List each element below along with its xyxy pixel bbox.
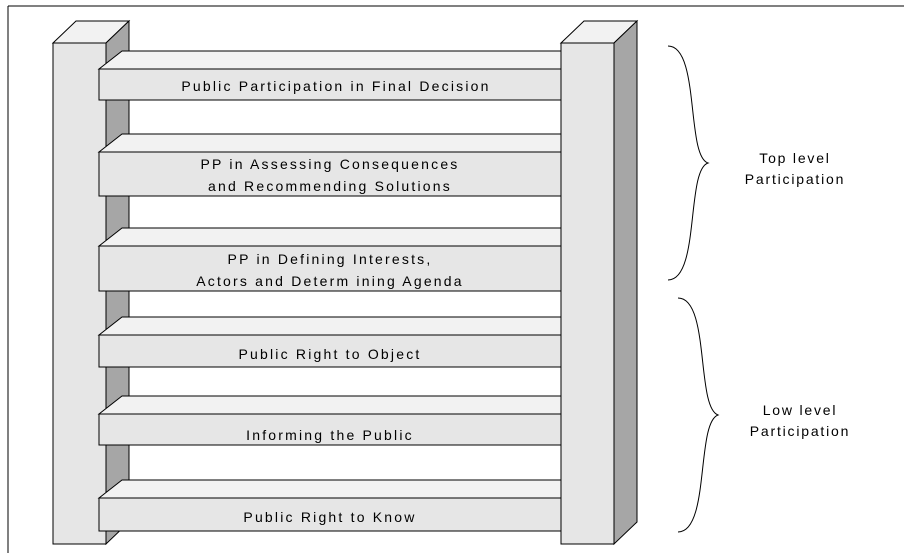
top-level-label-line-1: Top level: [759, 150, 830, 166]
low-level-label-line-2: Participation: [750, 423, 850, 439]
rung-2-label-line-2: and Recommending Solutions: [208, 178, 452, 194]
rung-1: Public Participation in Final Decision: [97, 50, 586, 101]
left-post-front-face: [52, 42, 107, 545]
rung-1-label: Public Participation in Final Decision: [181, 78, 490, 94]
rung-3-label-line-2: Actors and Determ ining Agenda: [196, 273, 464, 289]
rung-2: PP in Assessing Consequences and Recomme…: [97, 133, 586, 197]
rung-5: Informing the Public: [97, 395, 586, 446]
rung-2-label-line-1: PP in Assessing Consequences: [200, 156, 459, 172]
right-post-side-face: [613, 19, 638, 546]
top-level-brace-icon: [667, 45, 710, 281]
rung-6: Public Right to Know: [97, 479, 586, 532]
rung-4-label: Public Right to Object: [238, 346, 421, 362]
rung-4: Public Right to Object: [97, 316, 586, 368]
rung-6-label: Public Right to Know: [243, 509, 416, 525]
rung-5-label: Informing the Public: [246, 427, 414, 443]
low-level-brace-icon: [677, 297, 720, 533]
low-level-label-line-1: Low level: [763, 402, 838, 418]
rung-3-label-line-1: PP in Defining Interests,: [228, 251, 433, 267]
right-post-front-face: [560, 42, 615, 545]
top-level-label-line-2: Participation: [745, 171, 845, 187]
right-ladder-post: [559, 19, 639, 546]
rung-3: PP in Defining Interests, Actors and Det…: [97, 227, 586, 292]
